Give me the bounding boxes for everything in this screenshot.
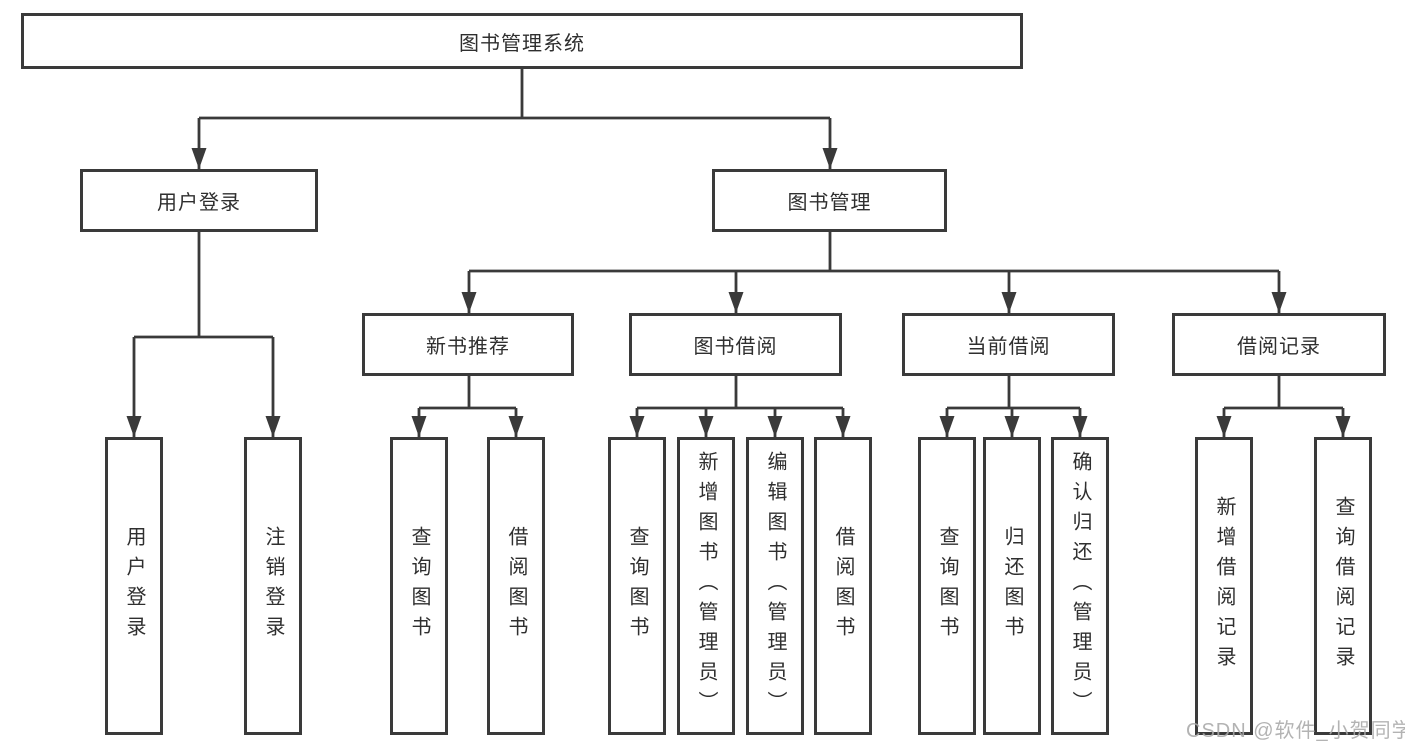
- node-current-borrow: 当前借阅: [902, 313, 1115, 376]
- leaf-query-books-recommend: 查询图书: [390, 437, 448, 735]
- csdn-watermark: CSDN @软件_小贺同学: [1186, 720, 1405, 742]
- leaf-query-books-borrow: 查询图书: [608, 437, 666, 735]
- leaf-confirm-return-admin: 确认归还（管理员）: [1051, 437, 1109, 735]
- leaf-borrow-books: 借阅图书: [814, 437, 872, 735]
- node-new-book-recommend: 新书推荐: [362, 313, 574, 376]
- node-borrow-records: 借阅记录: [1172, 313, 1386, 376]
- leaf-add-borrow-record: 新增借阅记录: [1195, 437, 1253, 735]
- leaf-add-book-admin: 新增图书（管理员）: [677, 437, 735, 735]
- node-root: 图书管理系统: [21, 13, 1023, 69]
- leaf-query-borrow-record: 查询借阅记录: [1314, 437, 1372, 735]
- node-book-management: 图书管理: [712, 169, 947, 232]
- leaf-query-books-current: 查询图书: [918, 437, 976, 735]
- leaf-return-book: 归还图书: [983, 437, 1041, 735]
- node-book-borrow: 图书借阅: [629, 313, 842, 376]
- leaf-logout: 注销登录: [244, 437, 302, 735]
- leaf-user-login: 用户登录: [105, 437, 163, 735]
- node-user-login: 用户登录: [80, 169, 318, 232]
- connector-group: [126, 69, 1351, 437]
- leaf-borrow-books-recommend: 借阅图书: [487, 437, 545, 735]
- leaf-edit-book-admin: 编辑图书（管理员）: [746, 437, 804, 735]
